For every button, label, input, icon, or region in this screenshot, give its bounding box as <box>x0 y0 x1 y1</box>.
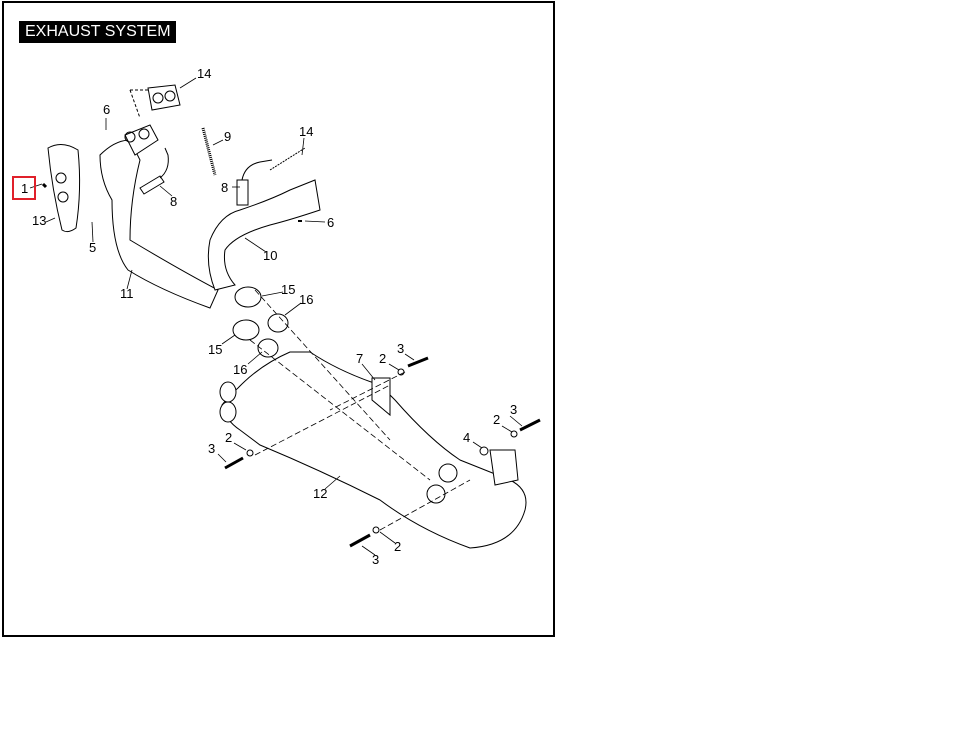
heat-shield <box>47 144 81 233</box>
callout-14[interactable]: 14 <box>299 124 314 139</box>
callout-8[interactable]: 8 <box>221 180 229 195</box>
callout-3[interactable]: 3 <box>372 552 380 567</box>
clamp <box>232 319 260 341</box>
spring <box>201 127 217 176</box>
callout-3[interactable]: 3 <box>208 441 216 456</box>
callout-7[interactable]: 7 <box>356 351 364 366</box>
callout-16[interactable]: 16 <box>299 292 314 307</box>
highlight-box-callout-1 <box>12 176 36 200</box>
callout-15[interactable]: 15 <box>208 342 223 357</box>
header-pipe-front <box>99 139 219 309</box>
clamp <box>234 286 262 308</box>
callout-4[interactable]: 4 <box>463 430 471 445</box>
callout-12[interactable]: 12 <box>313 486 328 501</box>
callout-2[interactable]: 2 <box>493 412 501 427</box>
muffler <box>221 351 527 549</box>
callout-14[interactable]: 14 <box>197 66 212 81</box>
callout-16[interactable]: 16 <box>233 362 248 377</box>
callout-5[interactable]: 5 <box>89 240 97 255</box>
callout-10[interactable]: 10 <box>263 248 278 263</box>
callout-11[interactable]: 11 <box>120 286 134 301</box>
callout-2[interactable]: 2 <box>394 539 402 554</box>
callout-3[interactable]: 3 <box>510 402 518 417</box>
callout-9[interactable]: 9 <box>224 129 232 144</box>
callout-3[interactable]: 3 <box>397 341 405 356</box>
callout-15[interactable]: 15 <box>281 282 296 297</box>
callout-8[interactable]: 8 <box>170 194 178 209</box>
callout-6[interactable]: 6 <box>327 215 335 230</box>
sleeve <box>267 313 289 333</box>
sleeve <box>257 338 279 358</box>
callout-6[interactable]: 6 <box>103 102 111 117</box>
diagram-frame <box>2 1 555 637</box>
header-pipe-rear <box>207 179 321 291</box>
callout-2[interactable]: 2 <box>379 351 387 366</box>
callout-2[interactable]: 2 <box>225 430 233 445</box>
callout-13[interactable]: 13 <box>32 213 47 228</box>
callout-1[interactable]: 1 <box>21 181 29 196</box>
diagram-title: EXHAUST SYSTEM <box>19 21 176 43</box>
exhaust-diagram-drawing <box>29 77 541 556</box>
